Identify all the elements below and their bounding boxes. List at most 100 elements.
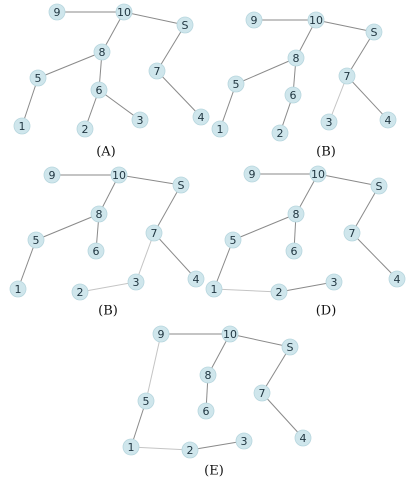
node-5: 5 [27,231,45,249]
node-S: S [281,338,299,356]
node-circle [224,231,242,249]
node-circle [115,3,133,21]
edge-S-7 [351,185,380,234]
node-circle [48,3,66,21]
node-2: 2 [271,124,289,142]
node-6: 6 [90,81,108,99]
node-circle [29,69,47,87]
edge-10-S [123,11,186,26]
node-circle [145,224,163,242]
node-circle [287,49,305,67]
edge-2-3 [189,440,245,451]
node-10: 10 [110,166,128,184]
node-circle [284,86,302,104]
node-S: S [365,23,383,41]
node-circle [13,117,31,135]
node-4: 4 [294,429,312,447]
node-circle [294,429,312,447]
edge-7-4 [351,232,398,280]
node-label: 9 [158,328,165,341]
node-circle [325,273,343,291]
node-10: 10 [307,11,325,29]
node-label: 7 [154,65,161,78]
node-circle [127,273,145,291]
node-circle [320,113,338,131]
edge-S-7 [261,346,291,394]
node-circle [343,224,361,242]
node-9: 9 [243,165,261,183]
node-8: 8 [287,205,305,223]
node-circle [137,392,155,410]
node-label: 4 [198,111,205,124]
node-circle [131,111,149,129]
node-circle [227,75,245,93]
node-circle [221,325,239,343]
node-label: 5 [33,234,40,247]
node-label: 3 [326,116,333,129]
node-8: 8 [199,366,217,384]
node-label: 4 [385,114,392,127]
node-1: 1 [122,438,140,456]
node-label: 9 [54,6,61,19]
node-circle [110,166,128,184]
node-1: 1 [211,120,229,138]
node-label: 3 [133,276,140,289]
node-circle [281,338,299,356]
node-6: 6 [285,242,303,260]
node-6: 6 [284,86,302,104]
edge-S-7 [156,24,186,72]
node-circle [197,402,215,420]
node-circle [379,111,397,129]
node-label: 1 [15,283,22,296]
node-label: 6 [291,245,298,258]
node-7: 7 [148,62,166,80]
node-1: 1 [9,280,27,298]
node-circle [90,205,108,223]
node-label: 2 [82,123,89,136]
node-label: 8 [99,46,106,59]
node-label: 8 [293,208,300,221]
node-label: 3 [241,435,248,448]
node-label: 5 [233,78,240,91]
node-circle [181,441,199,459]
node-2: 2 [270,283,288,301]
node-2: 2 [76,120,94,138]
node-circle [27,231,45,249]
node-label: 9 [251,14,258,27]
edge-1-2 [213,288,280,293]
node-label: 6 [203,405,210,418]
edge-6-3 [98,89,141,121]
node-9: 9 [152,325,170,343]
node-label: 2 [187,444,194,457]
node-circle [87,242,105,260]
node-label: S [178,179,185,192]
node-5: 5 [227,75,245,93]
node-9: 9 [43,166,61,184]
node-label: 1 [19,120,26,133]
edge-S-7 [346,31,375,77]
node-5: 5 [137,392,155,410]
edge-7-4 [261,392,304,439]
node-circle [90,81,108,99]
node-7: 7 [338,67,356,85]
node-circle [285,242,303,260]
node-circle [287,205,305,223]
node-8: 8 [287,49,305,67]
node-label: 9 [49,169,56,182]
node-label: 10 [309,14,323,27]
edge-3-2 [79,281,137,293]
node-label: 4 [394,273,401,286]
node-label: 7 [259,387,266,400]
node-circle [243,165,261,183]
node-label: 8 [96,208,103,221]
edge-8-5 [35,213,100,241]
node-label: 6 [96,84,103,97]
node-6: 6 [87,242,105,260]
edge-8-5 [232,213,297,241]
edge-8-5 [37,51,103,79]
edge-9-5 [145,333,162,402]
edge-1-2 [130,446,191,451]
node-5: 5 [224,231,242,249]
